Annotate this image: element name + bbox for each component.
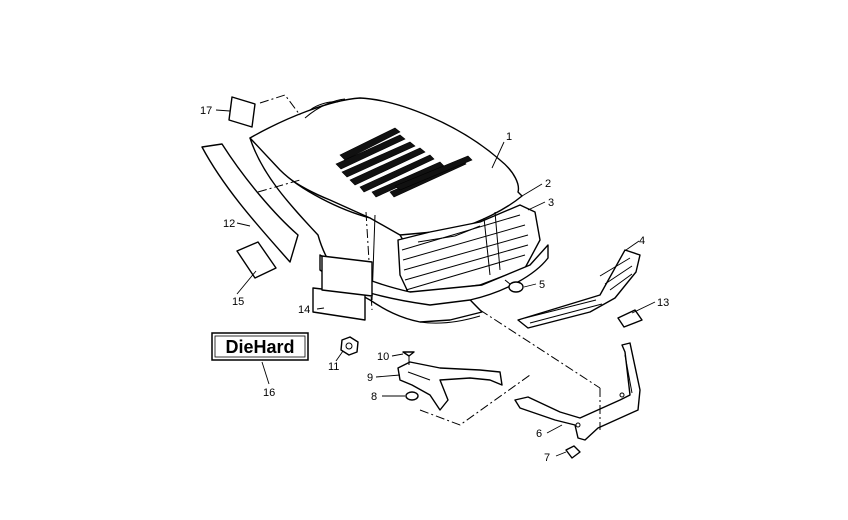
- callout-1: 1: [506, 131, 512, 143]
- side-decal-12: [201, 143, 299, 263]
- callout-17: 17: [200, 105, 212, 117]
- callout-13: 13: [657, 297, 669, 309]
- assembly-line: [419, 374, 531, 426]
- bracket-6: [514, 342, 641, 441]
- decal-brand-text: DieHard: [225, 337, 294, 357]
- callout-7: 7: [544, 452, 550, 464]
- callout-3: 3: [548, 197, 554, 209]
- decal-13: [617, 309, 643, 328]
- hood-vent-slots: [335, 127, 473, 198]
- diehard-decal-16: DieHard: [211, 332, 309, 361]
- decal-14: [312, 255, 373, 321]
- bolt-7: [565, 445, 581, 459]
- callout-16: 16: [263, 387, 275, 399]
- callout-6: 6: [536, 428, 542, 440]
- decal-17: [228, 94, 301, 128]
- nut-11: [340, 336, 359, 356]
- callout-9: 9: [367, 372, 373, 384]
- assembly-line: [479, 309, 601, 389]
- grille: [319, 204, 549, 306]
- callout-8: 8: [371, 391, 377, 403]
- hood: [249, 97, 523, 324]
- callout-10: 10: [377, 351, 389, 363]
- callout-4: 4: [639, 235, 645, 247]
- decal-15: [236, 241, 277, 279]
- callout-2: 2: [545, 178, 551, 190]
- callout-11: 11: [328, 361, 339, 373]
- bracket-9: [397, 361, 503, 411]
- washer-8: [405, 391, 419, 401]
- callout-14: 14: [298, 304, 310, 316]
- callout-12: 12: [223, 218, 235, 230]
- callout-15: 15: [232, 296, 244, 308]
- headlight-lens-4: [517, 249, 641, 329]
- screw-10: [402, 351, 415, 365]
- leader-lines: [215, 109, 656, 457]
- callout-5: 5: [539, 279, 545, 291]
- screw-5: [504, 279, 524, 293]
